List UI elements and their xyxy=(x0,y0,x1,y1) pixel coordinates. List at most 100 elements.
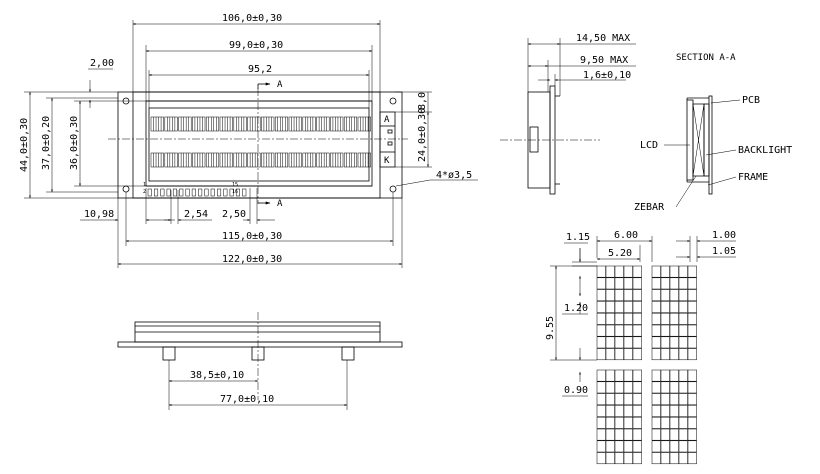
char-cell xyxy=(343,116,358,132)
dot xyxy=(687,265,697,278)
dot xyxy=(596,440,606,453)
dot xyxy=(678,452,688,465)
dot xyxy=(687,405,697,417)
char-cell xyxy=(274,116,289,132)
dim-width-99: 99,0±0,30 xyxy=(229,40,283,51)
char-block xyxy=(651,265,697,361)
dot xyxy=(623,265,633,278)
dot xyxy=(687,336,697,349)
side-view: 14,50 MAX 9,50 MAX 1,6±0,10 xyxy=(500,33,636,195)
char-cell xyxy=(302,116,316,132)
section-backlight xyxy=(703,103,710,177)
viewing-area xyxy=(145,100,373,187)
dot xyxy=(651,348,661,361)
pin-15-label: 15 xyxy=(232,182,238,188)
dot xyxy=(669,428,679,441)
section-mark-top: A xyxy=(277,80,283,90)
dot xyxy=(632,428,642,441)
dot xyxy=(678,301,688,313)
dot xyxy=(678,289,688,302)
dot xyxy=(660,348,670,361)
dot xyxy=(623,440,633,453)
dot xyxy=(669,381,679,394)
pin xyxy=(166,188,171,197)
dim-1-00: 1.00 xyxy=(712,230,736,241)
bottom-pcb xyxy=(117,341,403,348)
dot xyxy=(669,277,679,290)
pin xyxy=(154,188,159,197)
dot xyxy=(651,428,661,441)
dot xyxy=(669,301,679,313)
char-cell xyxy=(274,152,289,168)
dot xyxy=(660,428,670,441)
dot xyxy=(651,324,661,337)
bottom-view: 38,5±0,10 77,0±0,10 xyxy=(117,312,403,410)
dim-width-95: 95,2 xyxy=(248,64,272,75)
dot xyxy=(651,301,661,313)
dot xyxy=(605,452,615,465)
dot xyxy=(632,265,642,278)
dot xyxy=(605,381,615,394)
char-cell xyxy=(261,152,275,168)
dot xyxy=(623,312,633,325)
dim-side-1-6: 1,6±0,10 xyxy=(583,70,631,81)
pin xyxy=(191,188,196,197)
dot xyxy=(596,369,606,382)
dot xyxy=(660,393,670,406)
dot xyxy=(678,440,688,453)
pin-16-label: 16 xyxy=(232,189,238,195)
dot xyxy=(596,324,606,337)
dot xyxy=(614,336,624,349)
char-cell xyxy=(233,152,247,168)
dot xyxy=(669,416,679,429)
dot xyxy=(678,416,688,429)
char-cell xyxy=(219,152,233,168)
dot xyxy=(614,440,624,453)
dot xyxy=(669,405,679,417)
dot xyxy=(678,324,688,337)
dot xyxy=(651,393,661,406)
dot xyxy=(623,324,633,337)
dot xyxy=(651,452,661,465)
char-cell xyxy=(192,152,206,168)
dot xyxy=(605,369,615,382)
dot xyxy=(614,277,624,290)
pin xyxy=(179,188,184,197)
dot xyxy=(623,348,633,361)
dot xyxy=(596,265,606,278)
dim-2-50: 2,50 xyxy=(222,209,246,220)
dot xyxy=(596,393,606,406)
dot xyxy=(614,381,624,394)
char-cell xyxy=(205,116,220,132)
dot xyxy=(623,452,633,465)
dot xyxy=(596,312,606,325)
dot xyxy=(678,405,688,417)
dot xyxy=(669,336,679,349)
dot xyxy=(614,452,624,465)
character-grid xyxy=(150,116,371,168)
char-block xyxy=(596,265,642,361)
dim-height-24: 24,0±0,30 xyxy=(417,108,428,162)
label-backlight: BACKLIGHT xyxy=(738,145,792,156)
pin xyxy=(242,188,247,197)
dim-9-55: 9.55 xyxy=(545,316,556,340)
dot xyxy=(623,381,633,394)
dim-height-44: 44,0±0,30 xyxy=(19,118,30,172)
dot xyxy=(632,440,642,453)
dot xyxy=(632,277,642,290)
mounting-hole xyxy=(389,97,397,105)
pin xyxy=(147,188,152,197)
pin-1-label: 1 xyxy=(143,182,146,188)
dot xyxy=(678,428,688,441)
dot xyxy=(660,440,670,453)
pin-2-label: 2 xyxy=(143,189,146,195)
dim-5-20: 5.20 xyxy=(608,248,632,259)
dot xyxy=(605,416,615,429)
dot xyxy=(660,381,670,394)
dot xyxy=(669,369,679,382)
char-cell xyxy=(219,116,233,132)
active-area xyxy=(148,107,370,182)
char-block xyxy=(651,369,697,465)
dot xyxy=(678,265,688,278)
